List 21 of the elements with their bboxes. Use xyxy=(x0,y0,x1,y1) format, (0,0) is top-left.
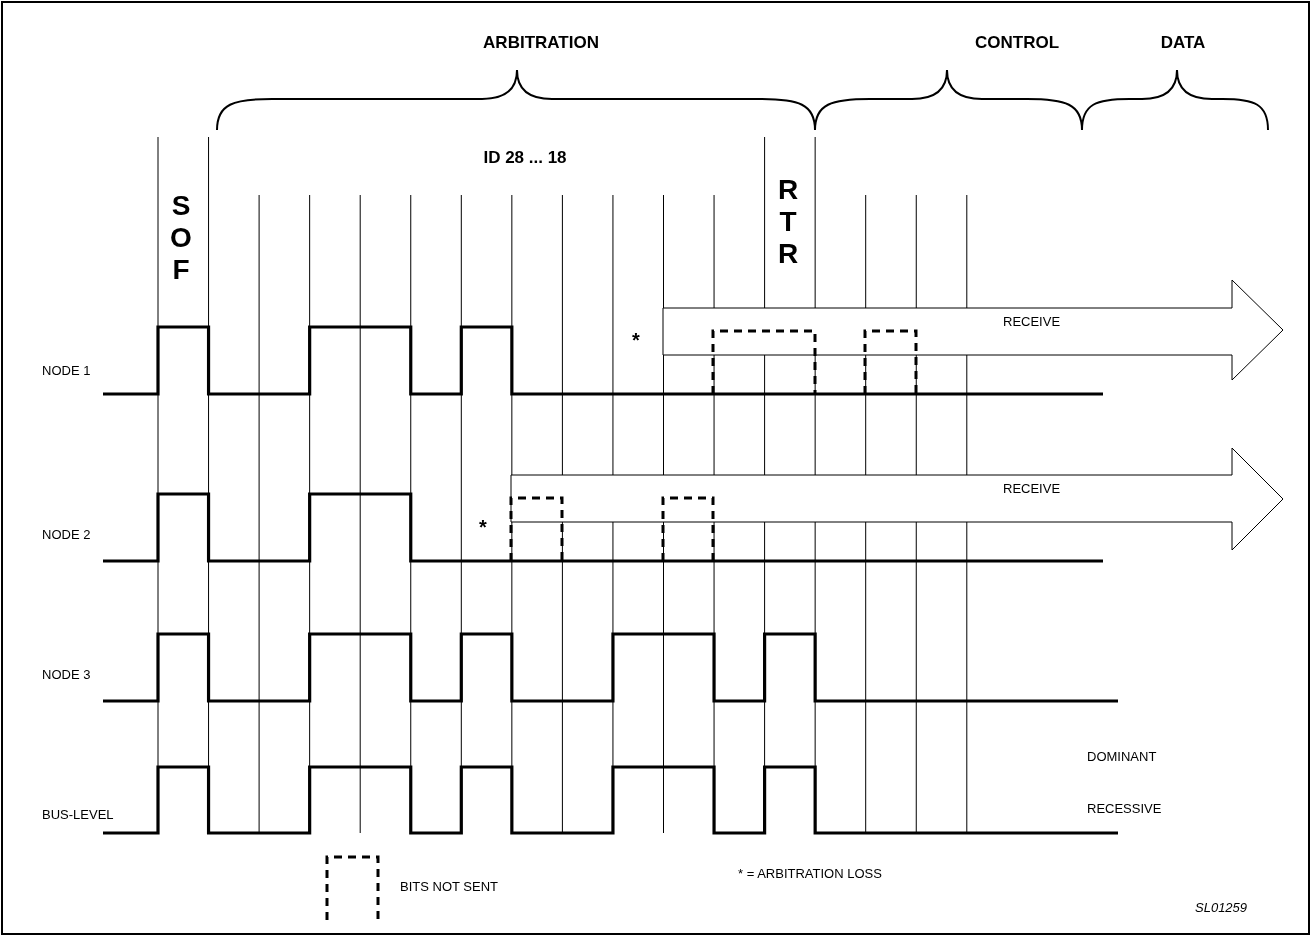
field-label: SOF xyxy=(169,189,193,287)
signal-label: NODE 2 xyxy=(42,527,91,543)
legend-text: BITS NOT SENT xyxy=(400,879,498,895)
section-heading: DATA xyxy=(1160,33,1206,53)
signal-label: RECESSIVE xyxy=(1087,801,1162,817)
figure-code: SL01259 xyxy=(1195,900,1248,916)
section-heading: ID 28 ... 18 xyxy=(483,148,567,168)
section-heading: ARBITRATION xyxy=(483,33,599,53)
block-arrow xyxy=(663,280,1283,380)
arrow-label: RECEIVE xyxy=(1003,314,1061,329)
arbitration-loss-mark: * xyxy=(632,329,640,351)
block-arrow xyxy=(511,448,1283,550)
signal-label: NODE 3 xyxy=(42,667,91,683)
signal-label: NODE 1 xyxy=(42,363,91,379)
section-heading: CONTROL xyxy=(975,33,1059,53)
arrow-label: RECEIVE xyxy=(1003,481,1061,496)
legend-text: * = ARBITRATION LOSS xyxy=(738,866,882,882)
arbitration-loss-mark: * xyxy=(479,516,487,538)
signal-label: BUS-LEVEL xyxy=(42,807,114,823)
field-label: RTR xyxy=(776,173,800,271)
signal-label: DOMINANT xyxy=(1087,749,1157,765)
